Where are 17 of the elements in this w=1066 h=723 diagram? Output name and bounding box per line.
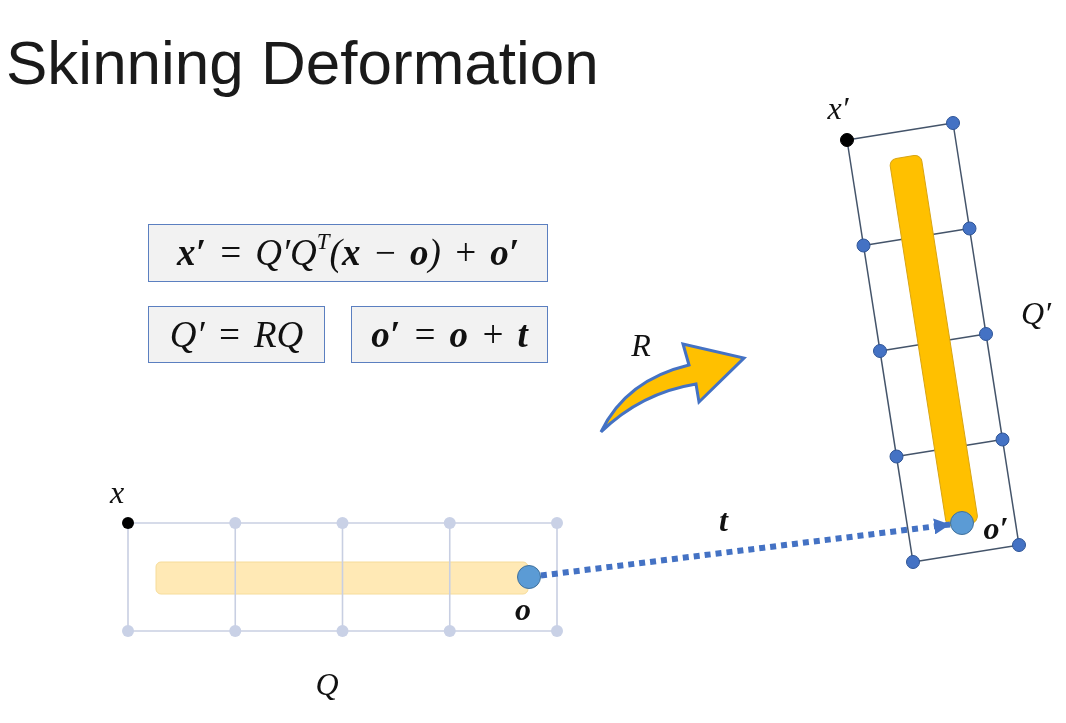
dotted-arrow [540,518,951,579]
joint-circle [950,511,974,535]
math-label: Q [315,666,339,702]
equation: o′ = o + t [371,312,528,357]
math-label: R [631,327,651,363]
point-label: o [515,591,531,627]
equation: x′ = Q′Q$^{T}$(x − o) + o′ [176,231,520,275]
formula-box [351,306,548,363]
equation: Q′ = RQ [169,312,304,357]
math-label: Q′ [1020,295,1052,331]
point-label: o′ [983,510,1009,546]
formula-box [148,224,548,282]
math-label: x′ [827,90,849,126]
joint-circle [517,565,541,589]
formula-box [148,306,325,363]
slide-title: Skinning Deformation [6,28,599,98]
math-label: x [109,474,125,510]
